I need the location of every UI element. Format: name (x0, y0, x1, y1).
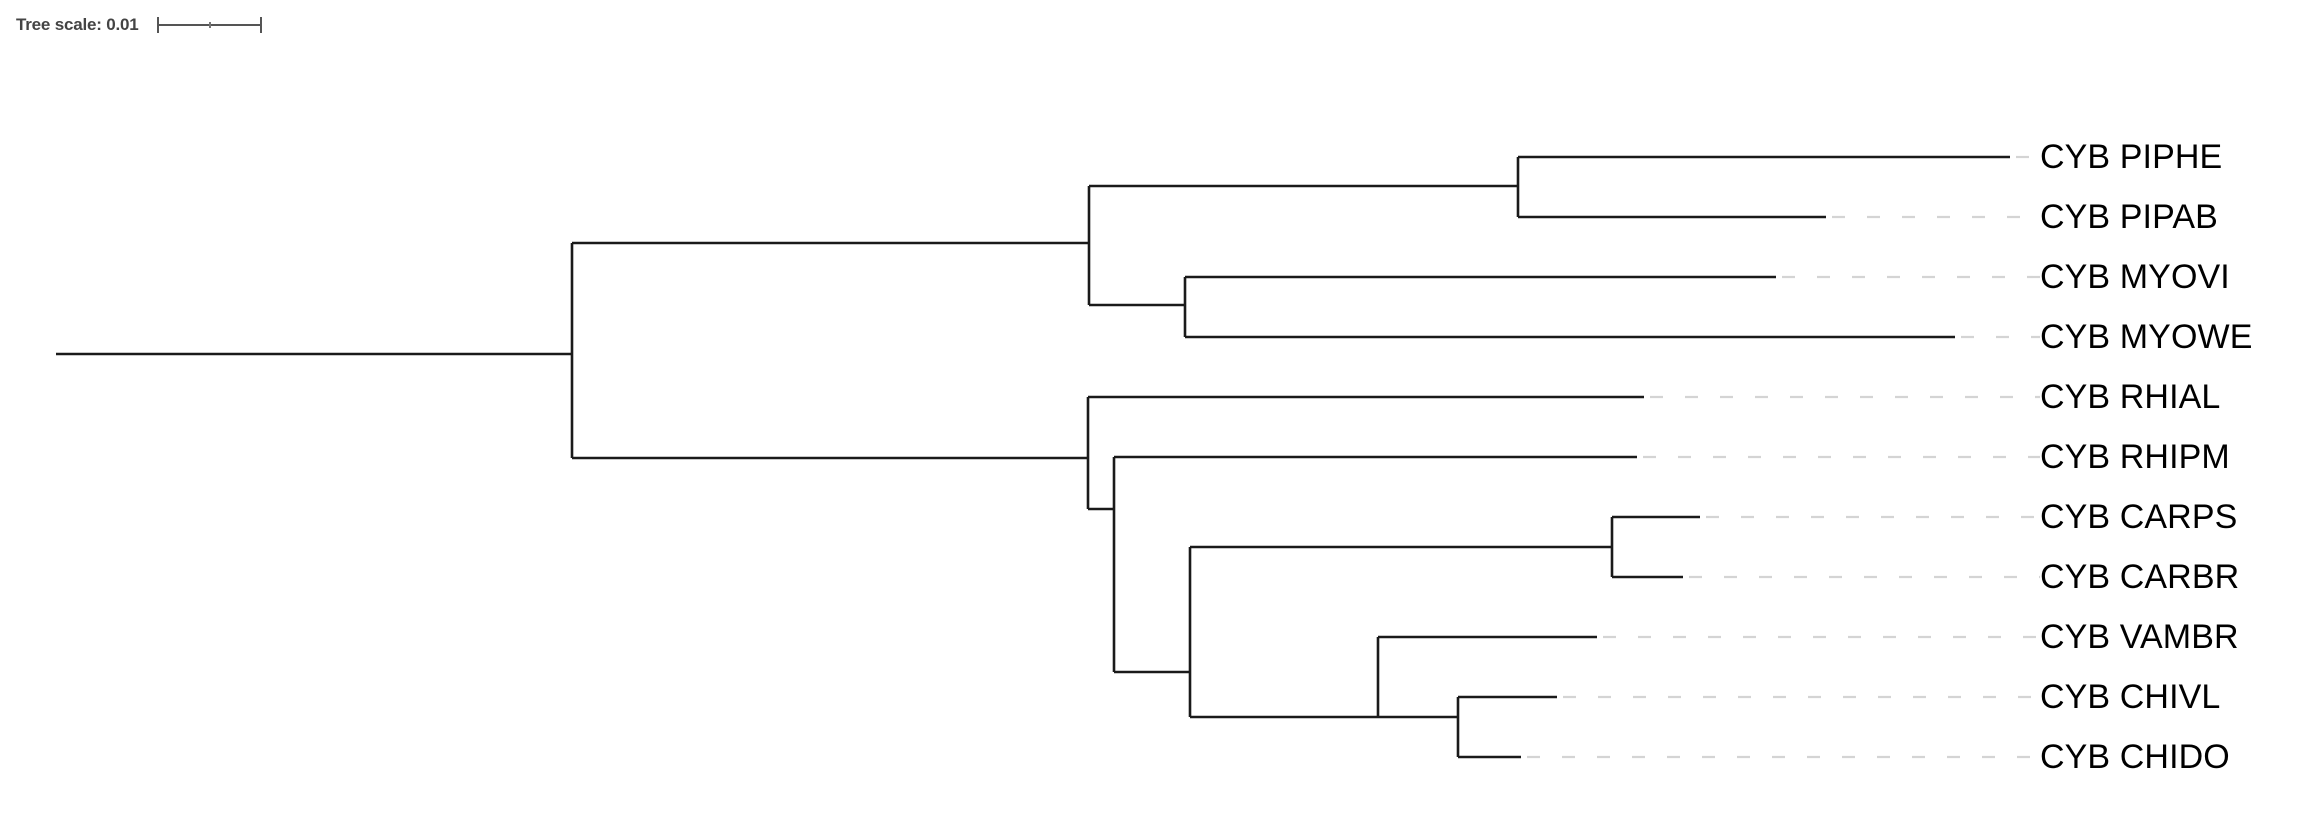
leaf-label-cyb-chido[interactable]: CYB CHIDO (2040, 738, 2230, 776)
leaf-label-cyb-myowe[interactable]: CYB MYOWE (2040, 318, 2253, 356)
tree-scale-label: Tree scale: 0.01 (16, 15, 139, 34)
branch-line-group (56, 155, 2010, 759)
leaf-label-cyb-rhipm[interactable]: CYB RHIPM (2040, 438, 2230, 476)
scale-ruler-mid-tick (209, 22, 212, 28)
tree-scale-ruler (156, 16, 262, 34)
leaf-label-cyb-carps[interactable]: CYB CARPS (2040, 498, 2238, 536)
leaf-label-cyb-vambr[interactable]: CYB VAMBR (2040, 618, 2239, 656)
leaf-label-cyb-carbr[interactable]: CYB CARBR (2040, 558, 2240, 596)
leaf-label-cyb-piphe[interactable]: CYB PIPHE (2040, 138, 2223, 176)
leaf-label-cyb-myovi[interactable]: CYB MYOVI (2040, 258, 2230, 296)
leaf-label-cyb-pipab[interactable]: CYB PIPAB (2040, 198, 2218, 236)
leaf-label-cyb-chivl[interactable]: CYB CHIVL (2040, 678, 2221, 716)
leaf-label-cyb-rhial[interactable]: CYB RHIAL (2040, 378, 2221, 416)
leader-line-group (1527, 155, 2040, 759)
tree-scale-bar: Tree scale: 0.01 (16, 10, 262, 40)
scale-ruler-right-cap (259, 17, 262, 33)
